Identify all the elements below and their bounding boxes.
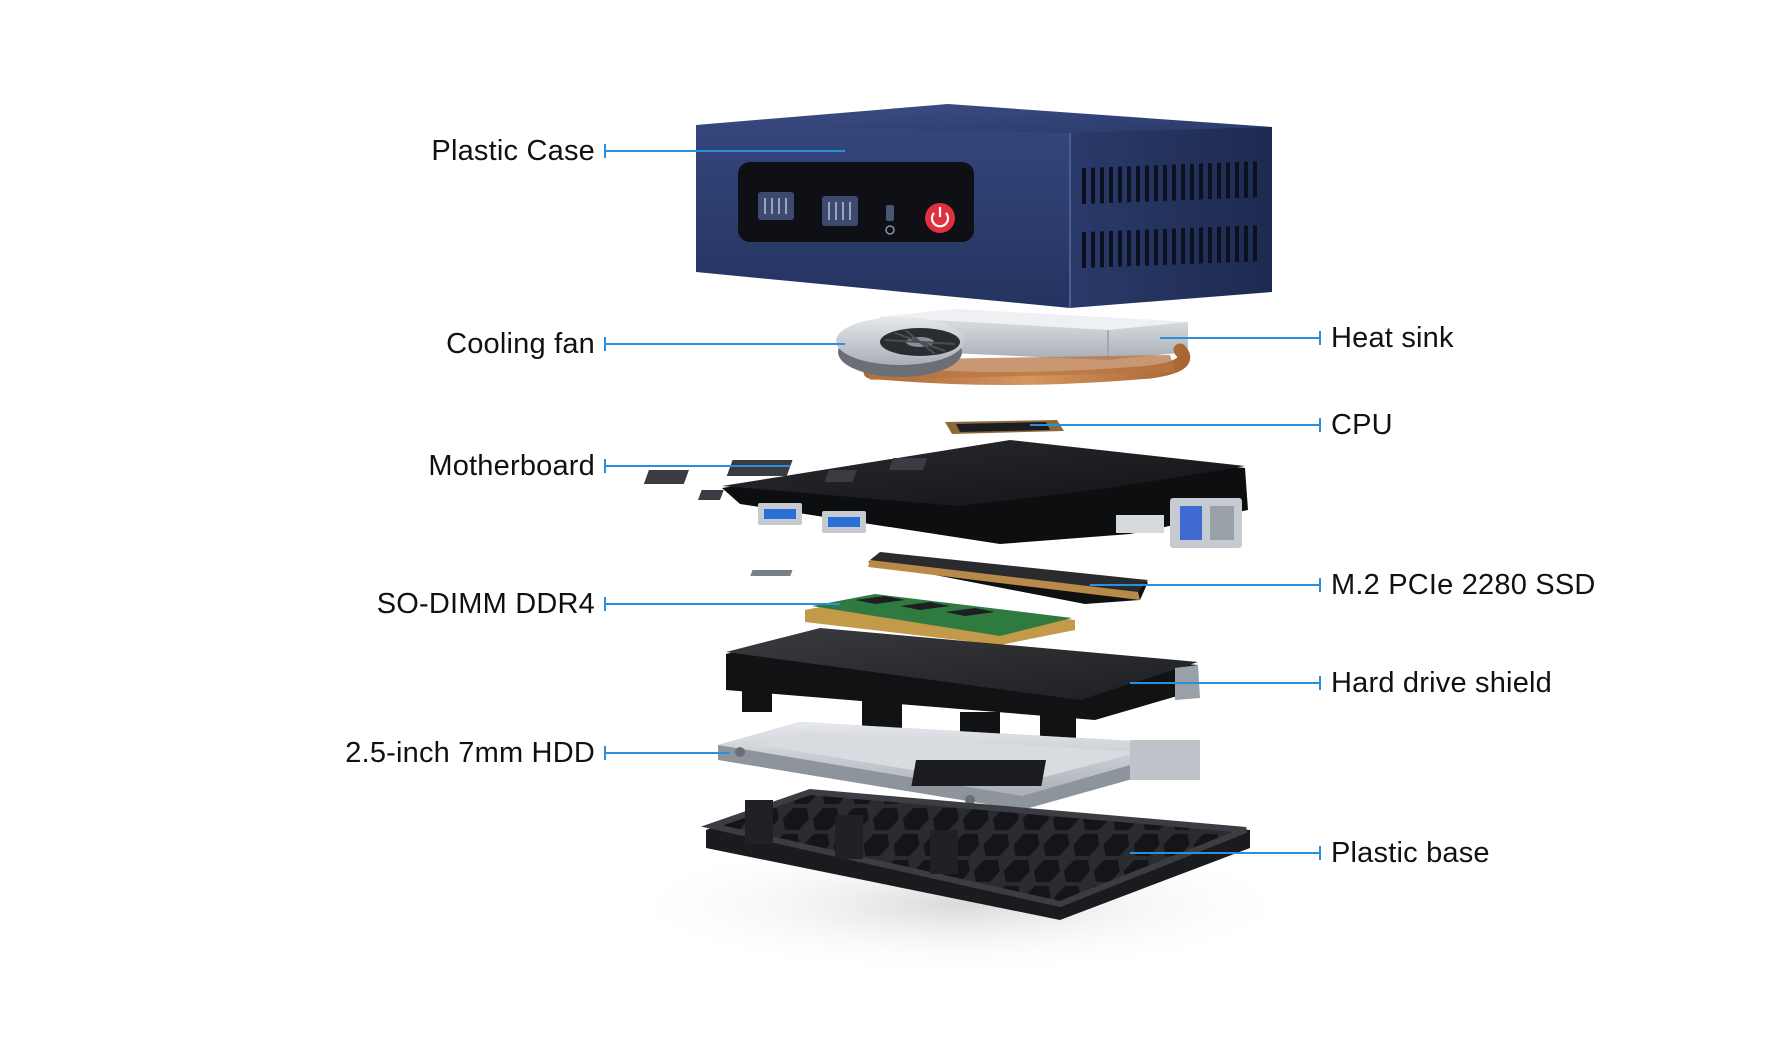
usb-port-icon xyxy=(758,192,794,220)
vent-slot xyxy=(1217,162,1221,199)
vent-slot xyxy=(1127,166,1131,203)
vent-slot xyxy=(1181,228,1185,265)
label-hdd: 2.5-inch 7mm HDD xyxy=(345,737,595,769)
vent-slot xyxy=(1235,162,1239,199)
vent-slot xyxy=(1100,167,1104,204)
vent-slot xyxy=(1226,226,1230,263)
vent-slot xyxy=(1190,227,1194,264)
vent-slot xyxy=(1172,228,1176,265)
vent-slot xyxy=(1136,165,1140,202)
vent-slot xyxy=(1235,226,1239,263)
label-heat-sink: Heat sink xyxy=(1331,322,1454,354)
plastic-base xyxy=(701,788,1250,920)
motherboard xyxy=(643,440,1248,548)
vent-slot xyxy=(1253,225,1257,262)
label-plastic-case: Plastic Case xyxy=(431,135,595,167)
vent-slot xyxy=(1217,226,1221,263)
vent-slot xyxy=(1199,227,1203,264)
usb-port-icon xyxy=(822,196,858,226)
so-dimm-ram xyxy=(805,594,1075,645)
vent-slot xyxy=(1082,168,1086,204)
power-icon xyxy=(925,203,955,233)
vent-slot xyxy=(1163,164,1167,201)
vent-slot xyxy=(1244,161,1248,198)
vent-slot xyxy=(1208,227,1212,264)
leader-lines xyxy=(604,144,1321,860)
vent-slot xyxy=(1145,165,1149,202)
vent-slot xyxy=(1190,163,1194,200)
vent-slot xyxy=(1154,165,1158,202)
label-ssd: M.2 PCIe 2280 SSD xyxy=(1331,569,1596,601)
vent-slot xyxy=(1091,231,1095,268)
vent-slot xyxy=(1199,163,1203,200)
vent-slot xyxy=(1208,163,1212,200)
vent-slot xyxy=(1100,231,1104,268)
vent-slot xyxy=(1091,167,1095,204)
vent-slot xyxy=(1244,225,1248,262)
vent-slot xyxy=(1253,161,1257,198)
vent-slot xyxy=(1127,230,1131,267)
vent-slot xyxy=(1145,229,1149,266)
cooling-fan xyxy=(836,317,964,377)
vent-slot xyxy=(1118,230,1122,267)
vent-slot xyxy=(1172,164,1176,201)
label-hdd-shield: Hard drive shield xyxy=(1331,667,1552,699)
label-cpu: CPU xyxy=(1331,409,1393,441)
vent-slot xyxy=(1181,164,1185,201)
vent-slot xyxy=(1226,162,1230,199)
hdd xyxy=(718,722,1200,810)
vent-slot xyxy=(1109,166,1113,203)
label-base: Plastic base xyxy=(1331,837,1490,869)
vent-slot xyxy=(1136,229,1140,266)
label-motherboard: Motherboard xyxy=(428,450,595,482)
cpu xyxy=(945,420,1064,434)
vent-grille-icon xyxy=(1082,161,1257,268)
vent-slot xyxy=(1082,232,1086,268)
audio-jack-icon xyxy=(885,205,895,235)
plastic-case xyxy=(696,104,1272,308)
vent-slot xyxy=(1109,230,1113,267)
label-ram: SO-DIMM DDR4 xyxy=(376,588,595,620)
vent-slot xyxy=(1163,228,1167,265)
vent-slot xyxy=(1118,166,1122,203)
vent-slot xyxy=(1154,229,1158,266)
label-cooling-fan: Cooling fan xyxy=(446,328,595,360)
m2-ssd xyxy=(750,552,1148,604)
